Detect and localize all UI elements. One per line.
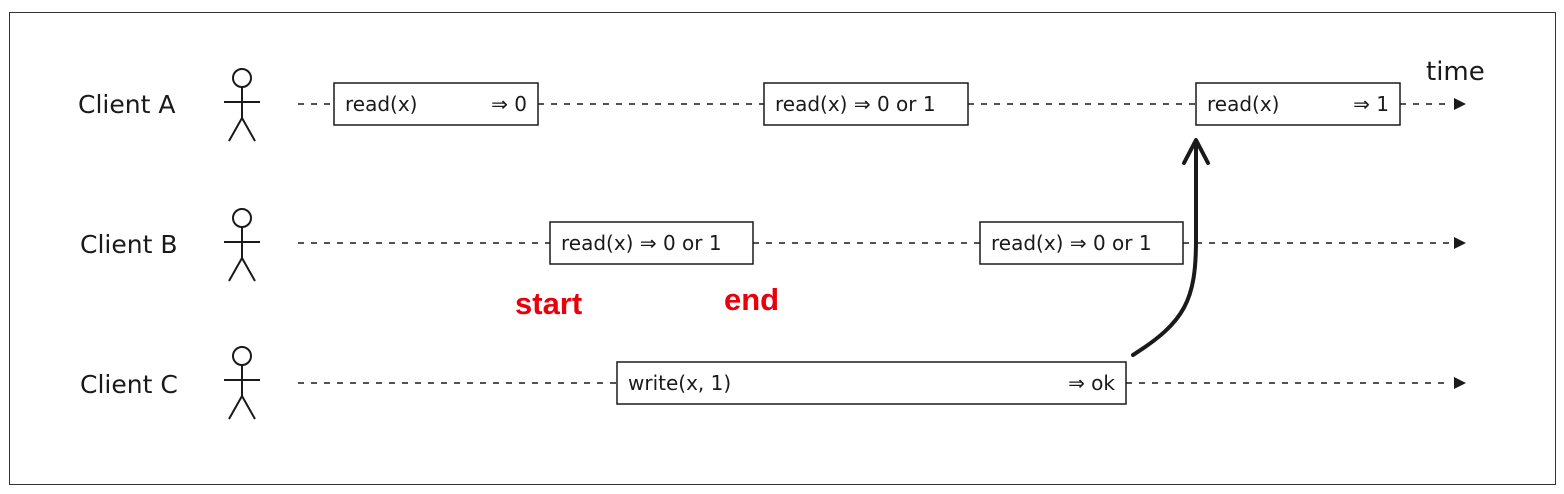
op-b1-box: read(x) ⇒ 0 or 1 bbox=[549, 221, 754, 265]
person-icon bbox=[224, 346, 260, 420]
client-b-label: Client B bbox=[80, 230, 177, 259]
person-icon bbox=[224, 68, 260, 142]
timeline-c-arrowhead bbox=[1454, 377, 1466, 389]
causality-arrow bbox=[1131, 138, 1210, 357]
op-a3-result: ⇒ 1 bbox=[1353, 92, 1389, 116]
op-b2-box: read(x) ⇒ 0 or 1 bbox=[979, 221, 1184, 265]
op-a1-result: ⇒ 0 bbox=[491, 92, 527, 116]
op-a2-box: read(x) ⇒ 0 or 1 bbox=[763, 82, 969, 126]
op-b1-label: read(x) ⇒ 0 or 1 bbox=[561, 231, 722, 255]
client-c-label: Client C bbox=[80, 370, 178, 399]
person-icon bbox=[224, 208, 260, 282]
op-a1-label: read(x) bbox=[345, 92, 417, 116]
end-annotation: end bbox=[724, 282, 779, 317]
op-a3-box: read(x) ⇒ 1 bbox=[1195, 82, 1401, 126]
timeline-a-arrowhead bbox=[1454, 98, 1466, 110]
op-b2-label: read(x) ⇒ 0 or 1 bbox=[991, 231, 1152, 255]
op-c1-box: write(x, 1) ⇒ ok bbox=[616, 361, 1127, 405]
client-a-row: Client A read(x) ⇒ 0 read(x) ⇒ 0 or 1 bbox=[78, 68, 1466, 142]
op-a3-label: read(x) bbox=[1207, 92, 1279, 116]
client-a-label: Client A bbox=[78, 90, 175, 119]
op-c1-result: ⇒ ok bbox=[1068, 371, 1115, 395]
start-annotation: start bbox=[515, 286, 582, 321]
op-a2-label: read(x) ⇒ 0 or 1 bbox=[775, 92, 936, 116]
timeline-b-arrowhead bbox=[1454, 237, 1466, 249]
client-b-row: Client B read(x) ⇒ 0 or 1 read(x) ⇒ 0 or… bbox=[80, 208, 1466, 282]
client-c-row: Client C write(x, 1) ⇒ ok bbox=[80, 346, 1466, 420]
time-label: time bbox=[1426, 57, 1485, 87]
op-a1-box: read(x) ⇒ 0 bbox=[333, 82, 539, 126]
op-c1-label: write(x, 1) bbox=[628, 371, 731, 395]
